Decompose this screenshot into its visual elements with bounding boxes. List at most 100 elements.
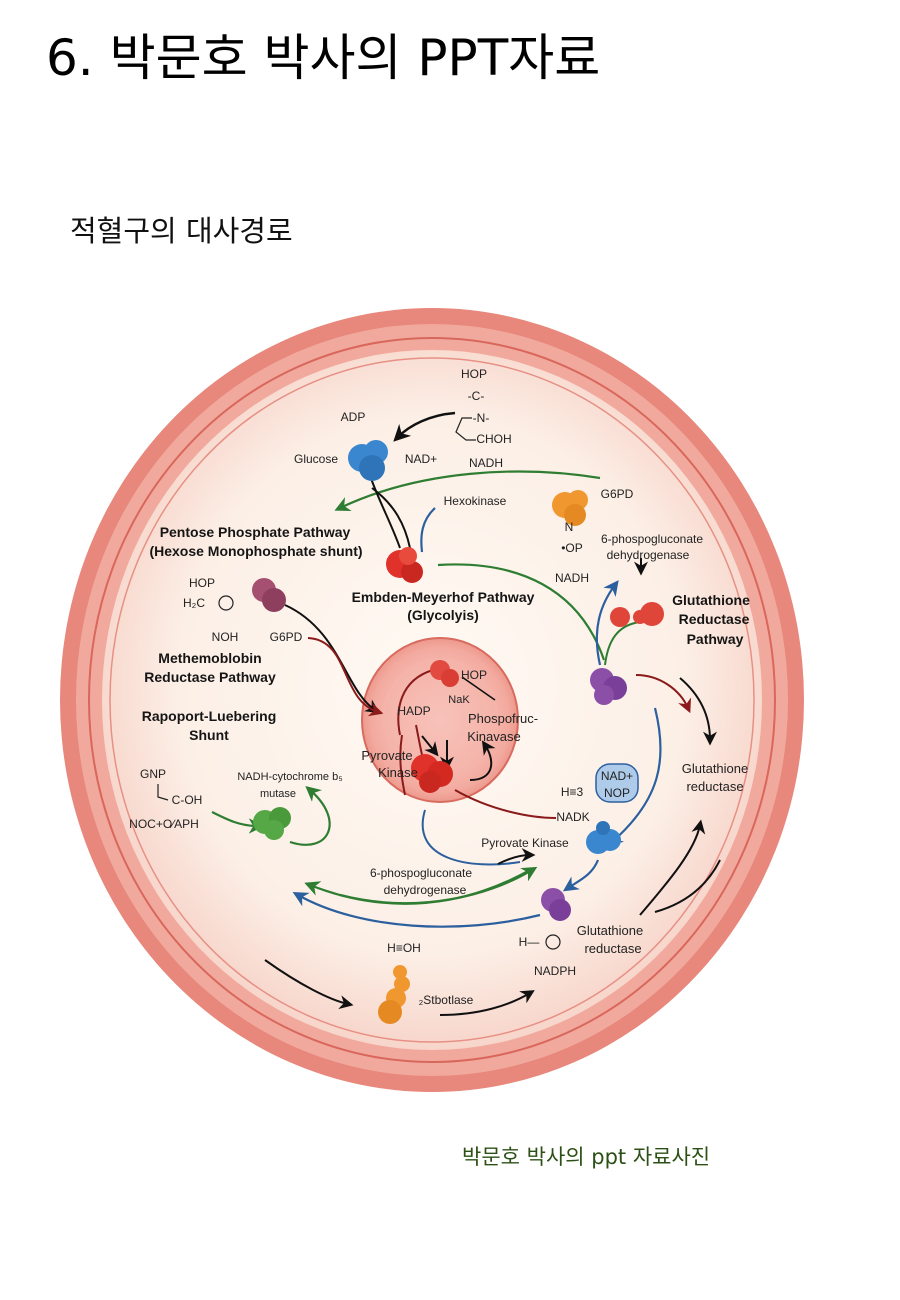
label-pfk-2: Kinavase bbox=[467, 729, 520, 744]
enzyme-purple-lower bbox=[541, 888, 571, 921]
arrow-green-top bbox=[334, 470, 601, 511]
label-pgd-lower-1: 6-phospogluconate bbox=[370, 866, 472, 880]
label-n-right: N bbox=[565, 520, 574, 534]
enzyme-red-glutathione bbox=[610, 602, 664, 627]
arrow-black-right-down bbox=[679, 677, 717, 746]
label-glucose: Glucose bbox=[294, 452, 338, 466]
label-h2c-left: H₂C bbox=[183, 596, 205, 610]
label-hexokinase: Hexokinase bbox=[444, 494, 507, 508]
label-nadh-top: NADH bbox=[469, 456, 503, 470]
label-nak-center: NaK bbox=[448, 694, 470, 706]
ring-top bbox=[455, 417, 476, 441]
arrow-red-nadk bbox=[454, 789, 557, 819]
arrow-green-right bbox=[437, 563, 606, 661]
line-green-glut bbox=[604, 621, 641, 666]
enzyme-red-center-bottom bbox=[411, 754, 453, 793]
arrow-green-cytb5-loop bbox=[289, 785, 331, 846]
arrow-black-glut-up bbox=[639, 819, 706, 916]
enzyme-red-hexokinase bbox=[386, 547, 423, 583]
bond-gnp bbox=[157, 784, 169, 801]
arrow-blue-glut bbox=[595, 580, 619, 666]
label-glut-red-right-2: reductase bbox=[686, 779, 743, 794]
label-glut-red-lower-2: reductase bbox=[584, 941, 641, 956]
label-glut-red-right-1: Glutathione bbox=[682, 761, 749, 776]
cytoplasm-inner-line bbox=[109, 357, 755, 1043]
enzyme-mauve-left bbox=[252, 578, 286, 612]
label-methemo-2: Reductase Pathway bbox=[144, 669, 276, 685]
label-g6pd-left: G6PD bbox=[270, 630, 303, 644]
cell-membrane-inner bbox=[88, 337, 776, 1063]
ring-nadph bbox=[545, 934, 561, 950]
enzyme-orange-g6pd bbox=[552, 490, 588, 526]
arrow-blue-lower bbox=[421, 809, 521, 866]
page-title: 6. 박문호 박사의 PPT자료 bbox=[46, 29, 601, 87]
label-nadph: NADPH bbox=[534, 964, 576, 978]
enzyme-red-center-top bbox=[430, 660, 459, 687]
label-emp-2: (Glycolyis) bbox=[407, 607, 479, 623]
label-nadk: NADK bbox=[556, 810, 589, 824]
label-hadp-center: HADP bbox=[397, 704, 430, 718]
arrow-blue-nadk bbox=[562, 859, 600, 892]
label-pentose-1: Pentose Phosphate Pathway bbox=[160, 524, 351, 540]
arrow-red-g6pd bbox=[307, 637, 384, 717]
label-stbotlase: ₂Stbotlase bbox=[419, 993, 474, 1007]
section-subtitle: 적혈구의 대사경로 bbox=[70, 214, 293, 248]
label-pentose-2: (Hexose Monophosphate shunt) bbox=[149, 543, 362, 559]
label-nad-box-1: NAD+ bbox=[601, 769, 633, 783]
label-pk-lower: Pyrovate Kinase bbox=[481, 836, 569, 850]
label-glut-pathway-3: Pathway bbox=[687, 631, 744, 647]
image-caption: 박문호 박사의 ppt 자료사진 bbox=[462, 1145, 711, 1169]
label-glut-pathway-2: Reductase bbox=[679, 611, 750, 627]
nad-box bbox=[595, 763, 639, 803]
label-rapoport-2: Shunt bbox=[189, 727, 229, 743]
enzyme-blue-nadk bbox=[586, 821, 621, 854]
arrow-black-center2 bbox=[421, 735, 439, 757]
arrow-black-bottom-left bbox=[264, 959, 354, 1010]
label-glut-pathway-1: Glutathione bbox=[672, 592, 750, 608]
label-h-nadph: H— bbox=[519, 935, 540, 949]
line-black-hop bbox=[461, 676, 496, 701]
label-cytb5-2: mutase bbox=[260, 788, 296, 800]
label-noc: NOC+O∕APH bbox=[129, 817, 199, 831]
arrow-red-loop bbox=[397, 669, 434, 736]
arrow-blue-bottom bbox=[292, 891, 541, 928]
label-pgd-right-2: dehydrogenase bbox=[607, 548, 690, 562]
label-choh-top: -CHOH bbox=[472, 432, 511, 446]
label-hop-center: HOP bbox=[461, 668, 487, 682]
arrow-green-lower2 bbox=[339, 866, 538, 905]
label-op-right: •OP bbox=[561, 541, 583, 555]
label-c-top: -C- bbox=[468, 389, 485, 403]
enzyme-purple-right bbox=[590, 668, 627, 705]
arrow-black-pk bbox=[497, 848, 536, 865]
label-c-oh: C-OH bbox=[172, 793, 203, 807]
arrow-black-bottom-right bbox=[439, 990, 535, 1016]
label-nad-plus: NAD+ bbox=[405, 452, 437, 466]
arrow-black-center-loop bbox=[469, 740, 496, 781]
label-glut-red-lower-1: Glutathione bbox=[577, 923, 644, 938]
label-g6pd-right: G6PD bbox=[601, 487, 634, 501]
arrow-red-right bbox=[635, 674, 691, 714]
nucleus-texture bbox=[382, 658, 498, 778]
enzyme-blue-glucose bbox=[348, 440, 388, 481]
label-nadh-right: NADH bbox=[555, 571, 589, 585]
label-n-top: -N- bbox=[473, 411, 490, 425]
arrow-red-center bbox=[399, 734, 406, 796]
label-nad-box-2: NOP bbox=[604, 786, 630, 800]
arrow-blue-right bbox=[607, 707, 662, 847]
label-gnp: GNP bbox=[140, 767, 166, 781]
label-pk-center-2: Kinase bbox=[378, 765, 418, 780]
label-pgd-lower-2: dehydrogenase bbox=[384, 883, 467, 897]
label-h3: H≡3 bbox=[561, 785, 584, 799]
label-noh-left: NOH bbox=[212, 630, 239, 644]
enzyme-orange-bottom bbox=[378, 965, 410, 1024]
arrow-blue-hexokinase bbox=[420, 507, 436, 553]
enzyme-green-cytb5 bbox=[253, 807, 291, 840]
arrow-black-glut-down bbox=[654, 859, 721, 913]
arrow-black-top bbox=[393, 411, 456, 442]
label-rapoport-1: Rapoport-Luebering bbox=[142, 708, 277, 724]
label-methemo-1: Methemoblobin bbox=[158, 650, 261, 666]
label-hop-top: HOP bbox=[461, 367, 487, 381]
label-pk-center-1: Pyrovate bbox=[361, 748, 412, 763]
label-emp-1: Embden-Meyerhof Pathway bbox=[352, 589, 535, 605]
